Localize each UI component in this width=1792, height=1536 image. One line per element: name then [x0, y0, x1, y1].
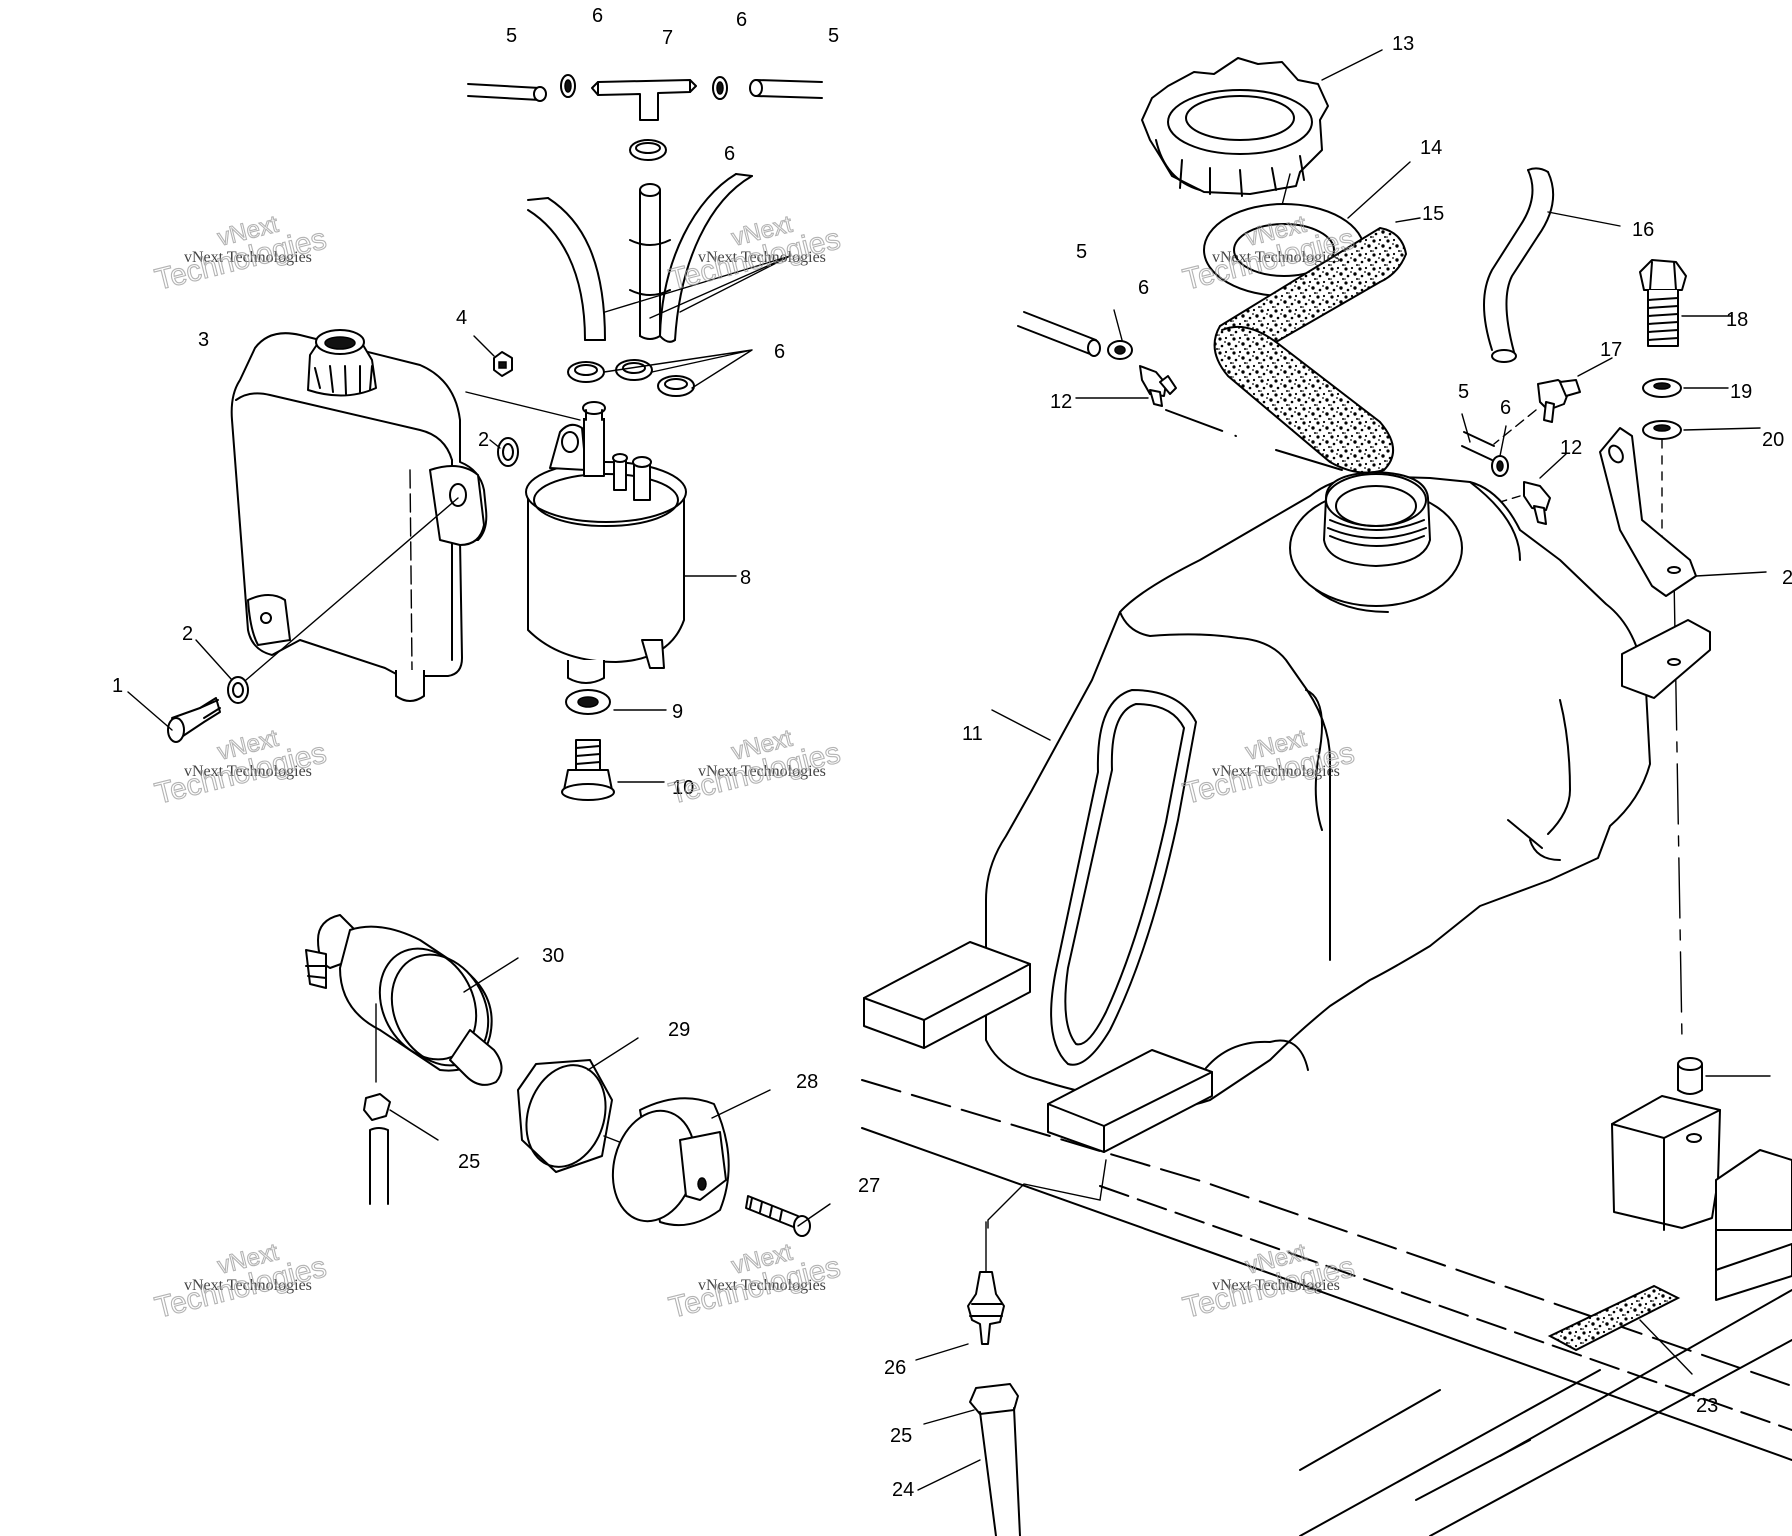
callout-24: 24 — [892, 1479, 914, 1501]
callout-2-partial: 2 — [1782, 567, 1792, 589]
callout-8: 8 — [740, 567, 751, 589]
svg-text:vNext Technologies: vNext Technologies — [184, 249, 312, 266]
reservoir-fasteners — [127, 335, 581, 743]
callout-5: 5 — [506, 25, 517, 47]
callout-2: 2 — [182, 623, 193, 645]
left-vent-fittings — [1017, 309, 1343, 471]
callout-19: 19 — [1730, 381, 1752, 403]
callout-17: 17 — [1600, 339, 1622, 361]
callout-9: 9 — [672, 701, 683, 723]
callout-4: 4 — [456, 307, 467, 329]
callout-15: 15 — [1422, 203, 1444, 225]
callout-6: 6 — [1500, 397, 1511, 419]
gas-cap — [1141, 49, 1383, 261]
callout-26: 26 — [884, 1357, 906, 1379]
fuel-filter — [525, 401, 737, 684]
callout-14: 14 — [1420, 137, 1442, 159]
callout-27: 27 — [858, 1175, 880, 1197]
foam-pad — [1213, 217, 1421, 474]
svg-text:vNext Technologies: vNext Technologies — [1212, 1277, 1340, 1294]
svg-text:vNext Technologies: vNext Technologies — [698, 763, 826, 780]
callout-5: 5 — [1458, 381, 1469, 403]
callout-6: 6 — [774, 341, 785, 363]
callout-6: 6 — [1138, 277, 1149, 299]
watermark-mid-center: vNext Technologies vNext Technologies — [665, 724, 844, 811]
callout-25: 25 — [458, 1151, 480, 1173]
vent-hoses — [527, 173, 791, 397]
callout-5: 5 — [828, 25, 839, 47]
callout-30: 30 — [542, 945, 564, 967]
callout-11: 11 — [962, 723, 983, 745]
callout-23: 23 — [1696, 1395, 1718, 1417]
watermark-top-left: vNext Technologies vNext Technologies — [151, 210, 330, 297]
svg-text:vNext Technologies: vNext Technologies — [698, 249, 826, 266]
callout-10: 10 — [672, 777, 694, 799]
drain-fitting — [915, 1221, 1021, 1536]
callout-5: 5 — [1076, 241, 1087, 263]
callout-18: 18 — [1726, 309, 1748, 331]
callout-25: 25 — [890, 1425, 912, 1447]
mount-bracket — [1599, 427, 1767, 699]
svg-text:vNext Technologies: vNext Technologies — [1212, 763, 1340, 780]
svg-text:vNext Technologies: vNext Technologies — [1212, 249, 1340, 266]
tank-pads — [863, 941, 1213, 1153]
callout-16: 16 — [1632, 219, 1654, 241]
callout-20: 20 — [1762, 429, 1784, 451]
svg-text:vNext Technologies: vNext Technologies — [698, 1277, 826, 1294]
fuel-tank — [985, 471, 1651, 1111]
callout-7: 7 — [662, 27, 673, 49]
callout-13: 13 — [1392, 33, 1414, 55]
callout-12: 12 — [1560, 437, 1582, 459]
watermark-bottom-center: vNext Technologies vNext Technologies — [665, 1238, 844, 1325]
svg-text:vNext Technologies: vNext Technologies — [184, 763, 312, 780]
callout-1: 1 — [112, 675, 123, 697]
callout-labels: 1 2 2 3 4 5 5 5 5 6 6 6 6 6 6 7 8 9 10 1… — [112, 5, 1792, 1501]
vent-hose-16 — [1483, 167, 1621, 445]
callout-29: 29 — [668, 1019, 690, 1041]
right-vent-fittings — [1461, 413, 1567, 525]
callout-6: 6 — [736, 9, 747, 31]
top-hose-assembly — [467, 74, 823, 161]
callout-3: 3 — [198, 329, 209, 351]
frame-rails — [861, 1057, 1792, 1536]
svg-text:vNext Technologies: vNext Technologies — [184, 1277, 312, 1294]
callout-2: 2 — [478, 429, 489, 451]
callout-6: 6 — [724, 143, 735, 165]
reservoir-tank — [230, 329, 488, 702]
watermark-bottom-left: vNext Technologies vNext Technologies — [151, 1238, 330, 1325]
callout-12: 12 — [1050, 391, 1072, 413]
callout-6: 6 — [592, 5, 603, 27]
filter-fasteners — [561, 689, 667, 801]
fuel-pump-assembly — [305, 914, 831, 1237]
callout-28: 28 — [796, 1071, 818, 1093]
